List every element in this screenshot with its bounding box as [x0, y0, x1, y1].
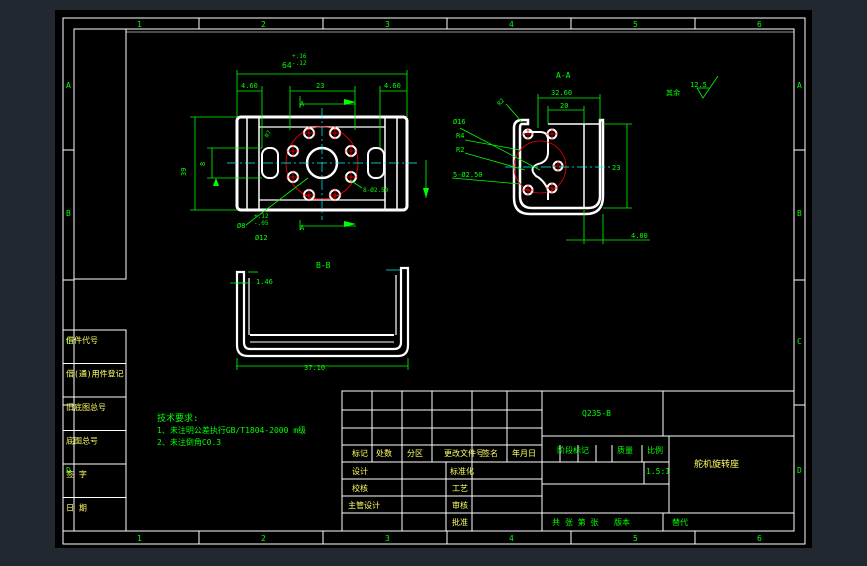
section-aa-view: A-A 32.60 20 R2 Ø16 R4 R2 5-Ø2.50 23 4.8… — [451, 71, 650, 244]
technical-notes: 技术要求: 1、未注明公差执行GB/T1804-2000 m级 2、未注倒角C0… — [157, 412, 306, 447]
dim-front-width: 64 — [282, 61, 292, 70]
zone-column-label: 1 — [137, 534, 142, 543]
zone-column-label: 3 — [385, 20, 390, 29]
stage-label: 阶段标记 — [557, 445, 589, 455]
zone-row-label: B — [797, 209, 802, 218]
side-table-label: 日 期 — [66, 504, 87, 513]
title-block-role: 标准化 — [450, 466, 474, 476]
roughness-symbol: 其余 12.5 — [666, 75, 719, 99]
dim-center-span: 23 — [316, 82, 324, 90]
dim-radius: R7 — [264, 129, 274, 139]
title-block-header: 签名 — [482, 448, 498, 458]
zone-column-label: 4 — [509, 20, 514, 29]
section-bb-profile — [235, 266, 410, 358]
section-aa-title: A-A — [556, 71, 571, 80]
section-bb-view: B-B 1.46 37.10 — [230, 261, 410, 372]
title-block-role: 主管设计 — [348, 500, 380, 510]
zone-row-label: C — [66, 337, 71, 346]
binding-strip — [73, 28, 127, 280]
roughness-value: 12.5 — [690, 81, 707, 89]
tech-notes-heading: 技术要求: — [157, 412, 198, 424]
title-block-header: 更改文件号 — [444, 448, 484, 458]
section-mark-a-bottom: A — [300, 224, 305, 232]
dim-aa-thickness: 4.80 — [631, 232, 648, 240]
dim-bb-thickness: 1.46 — [256, 278, 273, 286]
dim-aa-width: 32.60 — [551, 89, 572, 97]
zone-row-label: D — [66, 466, 71, 475]
roughness-label: 其余 — [666, 88, 680, 97]
dia-callout: Ø8 — [237, 222, 245, 230]
zone-column-label: 2 — [261, 534, 266, 543]
title-block-role: 审核 — [452, 500, 468, 510]
dim-aa-holes: 5-Ø2.50 — [453, 171, 483, 179]
title-block-role: 工艺 — [452, 484, 468, 493]
side-table-label: 底图总号 — [66, 436, 98, 446]
zone-column-label: 5 — [633, 20, 638, 29]
version-label: 版本 — [614, 517, 630, 527]
front-flange-left — [246, 116, 260, 211]
drawing-sheet — [55, 10, 812, 548]
side-table-label: 借(通)用件登记 — [66, 369, 124, 379]
side-table-label: 旧底图总号 — [66, 402, 106, 412]
weight-label: 质量 — [617, 445, 633, 455]
scale-label: 比例 — [647, 445, 663, 455]
zone-row-label: D — [797, 466, 802, 475]
title-block-header: 分区 — [407, 449, 423, 458]
material: Q235-B — [582, 409, 611, 418]
dim-aa-inner: 20 — [560, 102, 568, 110]
outer-frame — [62, 17, 806, 545]
dia12-callout: Ø12 — [255, 234, 268, 242]
zone-row-label: A — [797, 81, 802, 90]
zone-column-label: 1 — [137, 20, 142, 29]
section-bb-title: B-B — [316, 261, 331, 270]
part-name: 舵机旋转座 — [694, 458, 739, 470]
title-block-text: Q235-B 舵机旋转座 标记处数 分区 更改文件号签名 年月日 设计校核主管设计 标… — [348, 409, 739, 527]
dim-front-width-tolerance: +.16-.12 — [292, 53, 307, 67]
dim-bb-width: 37.10 — [304, 364, 325, 372]
hole-callout: 8-Ø2.50 — [363, 187, 389, 194]
zone-row-label: B — [66, 209, 71, 218]
sheets-label: 共 张 第 张 — [552, 517, 598, 527]
side-table-label: 借件代号 — [66, 335, 98, 345]
title-block-header: 标记 — [352, 448, 368, 458]
dim-right-edge: 4.60 — [384, 82, 401, 90]
side-table-label: 签 字 — [66, 469, 87, 479]
dim-aa-r2b: R2 — [456, 146, 464, 154]
tech-note-line-1: 1、未注明公差执行GB/T1804-2000 m级 — [157, 425, 306, 435]
front-view: 64 +.16-.12 4.60 23 4.60 A A 39 8 R7 8-Ø… — [180, 53, 429, 242]
tech-note-line-2: 2、未注倒角C0.3 — [157, 437, 221, 447]
zone-row-label: A — [66, 81, 71, 90]
title-block-role: 设计 — [352, 466, 368, 476]
zone-row-label: C — [797, 337, 802, 346]
dim-aa-dia16: Ø16 — [453, 118, 466, 126]
section-aa-profile — [512, 118, 605, 216]
dim-front-height: 39 — [180, 168, 188, 176]
replace-label: 替代 — [672, 517, 688, 527]
section-mark-a-top: A — [300, 100, 305, 108]
dia-callout-tolerance: +.12-.05 — [254, 213, 269, 227]
zone-column-label: 6 — [757, 534, 762, 543]
zone-column-label: 4 — [509, 534, 514, 543]
dim-aa-r4: R4 — [456, 132, 464, 140]
zone-column-label: 5 — [633, 534, 638, 543]
title-block — [341, 390, 795, 532]
zone-column-label: 3 — [385, 534, 390, 543]
dim-aa-height: 23 — [612, 164, 620, 172]
dim-slot-height: 8 — [199, 162, 207, 166]
zone-column-label: 2 — [261, 20, 266, 29]
dim-left-edge: 4.60 — [241, 82, 258, 90]
title-block-header: 年月日 — [512, 448, 536, 458]
title-block-header: 处数 — [376, 448, 392, 458]
title-block-role: 批准 — [452, 517, 468, 527]
dim-aa-r2: R2 — [496, 97, 506, 107]
zone-ticks — [63, 18, 805, 544]
scale-value: 1.5:1 — [646, 467, 670, 476]
title-block-role: 校核 — [352, 483, 368, 493]
zone-column-label: 6 — [757, 20, 762, 29]
